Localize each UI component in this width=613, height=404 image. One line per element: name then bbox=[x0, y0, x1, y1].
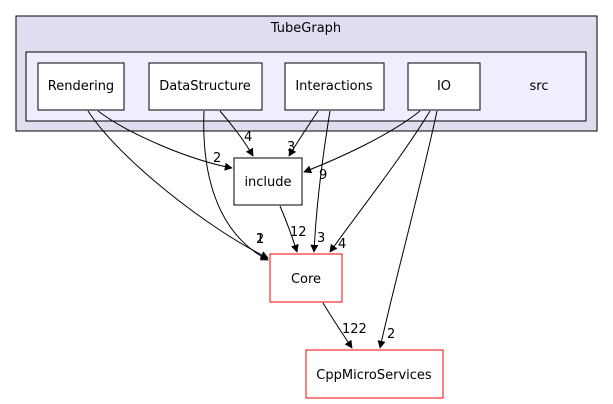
edge-core-cppmicroservices bbox=[322, 302, 353, 349]
edge-label-rendering-include: 2 bbox=[213, 151, 221, 166]
edge-rendering-core bbox=[87, 110, 269, 259]
edge-include-core bbox=[279, 205, 299, 253]
edge-rendering-include bbox=[97, 110, 233, 171]
node-rendering-label: Rendering bbox=[48, 79, 114, 94]
node-cppmicroservices[interactable]: CppMicroServices bbox=[305, 349, 444, 399]
edge-label-io-core: 4 bbox=[338, 237, 346, 252]
edge-label-interactions-include: 3 bbox=[287, 140, 295, 155]
edge-label-datastructure-core: 2 bbox=[256, 232, 264, 247]
node-io-label: IO bbox=[437, 79, 451, 94]
node-interactions[interactable]: Interactions bbox=[284, 62, 385, 111]
edge-interactions-include bbox=[288, 110, 319, 157]
edge-datastructure-include bbox=[219, 110, 254, 157]
edge-label-interactions-core: 3 bbox=[317, 231, 325, 246]
node-io[interactable]: IO bbox=[407, 62, 481, 111]
edge-label-io-include: 9 bbox=[319, 168, 327, 183]
edge-io-core bbox=[329, 110, 431, 253]
edges bbox=[87, 110, 438, 349]
node-cppmicroservices-label: CppMicroServices bbox=[316, 368, 432, 383]
edge-datastructure-core bbox=[203, 110, 269, 261]
edge-label-datastructure-include: 4 bbox=[244, 130, 252, 145]
src-cluster-label: src bbox=[530, 79, 549, 94]
edge-io-cppmicroservices bbox=[377, 110, 438, 349]
edge-label-core-cppmicroservices: 122 bbox=[342, 322, 367, 337]
edge-interactions-core bbox=[310, 110, 331, 253]
node-include[interactable]: include bbox=[233, 157, 303, 206]
node-datastructure-label: DataStructure bbox=[159, 79, 251, 94]
edge-label-rendering-core: 1 bbox=[256, 232, 264, 247]
node-include-label: include bbox=[244, 175, 291, 190]
node-core[interactable]: Core bbox=[269, 253, 343, 303]
edge-label-include-core: 12 bbox=[290, 225, 307, 240]
edge-label-io-cppmicroservices: 2 bbox=[387, 327, 395, 342]
node-interactions-label: Interactions bbox=[295, 79, 373, 94]
tubegraph-cluster-label: TubeGraph bbox=[270, 21, 341, 36]
node-core-label: Core bbox=[291, 272, 321, 287]
node-rendering[interactable]: Rendering bbox=[37, 62, 125, 111]
node-datastructure[interactable]: DataStructure bbox=[148, 62, 263, 111]
edge-io-include bbox=[303, 110, 421, 174]
